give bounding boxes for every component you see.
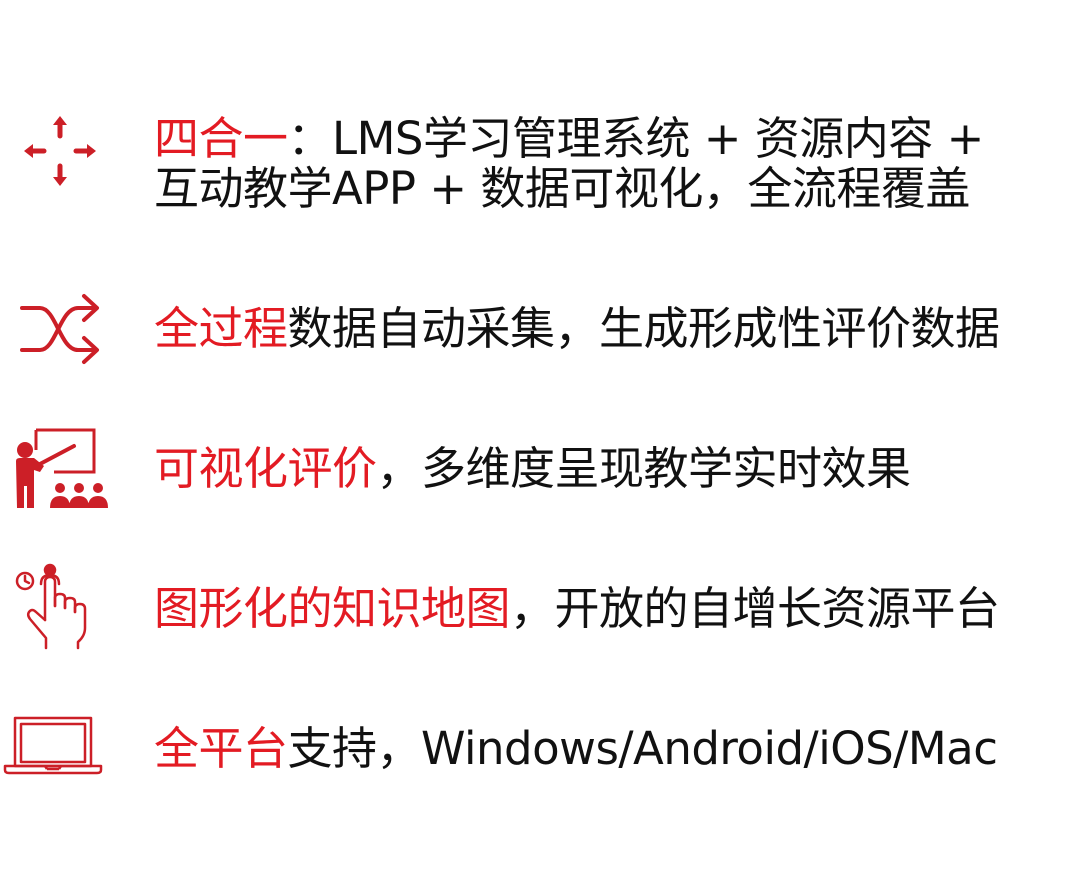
feature-highlight: 四合一 — [154, 112, 288, 165]
feature-description: ，多维度呈现教学实时效果 — [376, 442, 912, 495]
teacher-presentation-icon — [14, 426, 108, 510]
feature-highlight: 全平台 — [154, 722, 288, 775]
feature-description: ：LMS学习管理系统 + 资源内容 + — [287, 112, 985, 165]
feature-line-1: 四合一：LMS学习管理系统 + 资源内容 + — [154, 114, 984, 164]
feature-text-knowledge-map: 图形化的知识地图，开放的自增长资源平台 — [154, 584, 1000, 634]
feature-line-2: 互动教学APP + 数据可视化，全流程覆盖 — [154, 162, 970, 215]
feature-text-full-process: 全过程数据自动采集，生成形成性评价数据 — [154, 304, 1000, 354]
feature-text-visual-evaluation: 可视化评价，多维度呈现教学实时效果 — [154, 444, 911, 494]
feature-description: 支持，Windows/Android/iOS/Mac — [287, 722, 998, 775]
feature-highlight: 全过程 — [154, 302, 288, 355]
feature-description: ，开放的自增长资源平台 — [510, 582, 1000, 635]
feature-text-all-platform: 全平台支持，Windows/Android/iOS/Mac — [154, 722, 998, 775]
touch-hand-icon — [12, 562, 92, 652]
shuffle-icon — [20, 291, 102, 367]
expand-arrows-icon — [20, 114, 100, 188]
feature-highlight: 可视化评价 — [154, 442, 377, 495]
laptop-icon — [3, 716, 103, 776]
feature-highlight: 图形化的知识地图 — [154, 582, 511, 635]
feature-description: 数据自动采集，生成形成性评价数据 — [287, 302, 1001, 355]
feature-text-all-in-one: 四合一：LMS学习管理系统 + 资源内容 + 互动教学APP + 数据可视化，全… — [154, 114, 984, 214]
